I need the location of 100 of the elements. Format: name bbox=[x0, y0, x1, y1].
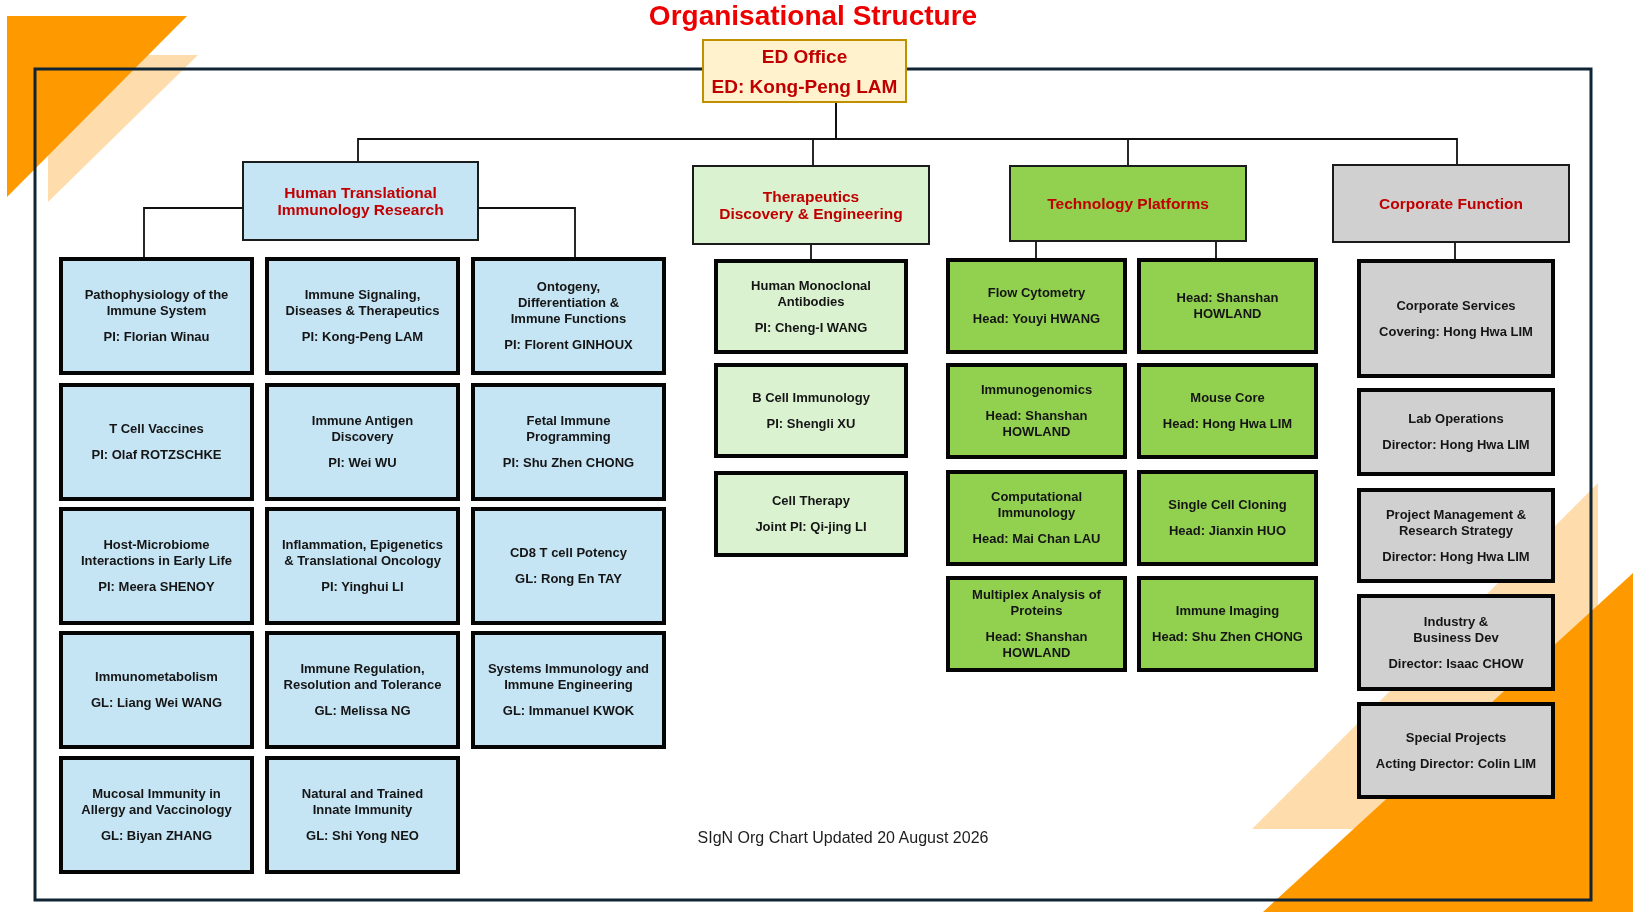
unit-title: Human Monoclonal Antibodies bbox=[751, 277, 871, 310]
connector-line bbox=[478, 207, 576, 258]
unit-title: Immune Imaging bbox=[1175, 603, 1280, 619]
lead-name: Head: Shanshan HOWLAND bbox=[985, 408, 1088, 440]
unit-box bbox=[946, 576, 1127, 672]
lead-name: PI: Kong-Peng LAM bbox=[301, 329, 424, 345]
lead-name: Director: Hong Hwa LIM bbox=[1382, 548, 1530, 565]
unit-title: Pathophysiology of the Immune System bbox=[84, 287, 229, 319]
lead-name: Head: Jianxin HUO bbox=[1169, 523, 1286, 539]
unit-box bbox=[471, 507, 666, 625]
lead-name: Head: Hong Hwa LIM bbox=[1162, 416, 1293, 432]
department-box bbox=[1009, 165, 1247, 242]
office-box bbox=[702, 39, 907, 103]
unit-title: Host-Microbiome Interactions in Early Life bbox=[81, 537, 232, 569]
lead-name: PI: Wei WU bbox=[328, 455, 397, 471]
unit-title: Single Cell Cloning bbox=[1168, 497, 1287, 513]
unit-title: Mucosal Immunity in Allergy and Vaccinology bbox=[81, 786, 232, 818]
unit-box bbox=[1357, 702, 1555, 799]
unit-box bbox=[1357, 488, 1555, 583]
unit-box bbox=[265, 383, 460, 501]
connector-line bbox=[1454, 242, 1456, 260]
unit-box bbox=[714, 471, 908, 557]
unit-title: Immunogenomics bbox=[980, 382, 1093, 398]
department-title: Technology Platforms bbox=[1047, 195, 1209, 212]
connector-line bbox=[810, 244, 812, 260]
lead-name: Head: Mai Chan LAU bbox=[972, 531, 1101, 547]
lead-name: Director: Isaac CHOW bbox=[1388, 655, 1524, 672]
unit-title: Special Projects bbox=[1405, 729, 1507, 746]
lead-name: Head: Shanshan HOWLAND bbox=[1176, 290, 1279, 322]
unit-title: Inflammation, Epigenetics & Translational Oncology bbox=[281, 537, 444, 569]
unit-box bbox=[59, 631, 254, 749]
lead-name: Head: Youyi HWANG bbox=[972, 311, 1101, 327]
unit-title: Industry & Business Dev bbox=[1413, 613, 1499, 646]
unit-box bbox=[59, 257, 254, 375]
unit-title: Mouse Core bbox=[1190, 390, 1265, 406]
lead-name: PI: Shu Zhen CHONG bbox=[502, 455, 635, 471]
lead-name: PI: Shengli XU bbox=[766, 415, 856, 432]
department-box bbox=[1332, 164, 1570, 243]
department-box bbox=[242, 161, 479, 241]
unit-box bbox=[471, 383, 666, 501]
unit-title: Immunometabolism bbox=[95, 669, 218, 685]
lead-name: PI: Yinghui LI bbox=[321, 579, 404, 595]
unit-box bbox=[946, 363, 1127, 459]
department-box bbox=[692, 165, 930, 245]
unit-title: Systems Immunology and Immune Engineering bbox=[487, 661, 650, 693]
unit-box bbox=[1137, 576, 1318, 672]
unit-title: Immune Antigen Discovery bbox=[311, 413, 414, 445]
unit-box bbox=[265, 257, 460, 375]
lead-name: Acting Director: Colin LIM bbox=[1375, 755, 1537, 772]
unit-box bbox=[59, 756, 254, 874]
unit-box bbox=[946, 258, 1127, 354]
lead-name: PI: Cheng-I WANG bbox=[754, 319, 868, 336]
unit-box bbox=[714, 259, 908, 354]
lead-name: GL: Rong En TAY bbox=[515, 571, 622, 587]
unit-box bbox=[1137, 258, 1318, 354]
unit-box bbox=[59, 383, 254, 501]
lead-name: PI: Olaf ROTZSCHKE bbox=[91, 447, 222, 463]
unit-title: Flow Cytometry bbox=[987, 285, 1086, 301]
lead-name: GL: Shi Yong NEO bbox=[306, 828, 419, 844]
unit-box bbox=[714, 363, 908, 458]
unit-title: Natural and Trained Innate Immunity bbox=[301, 786, 424, 818]
unit-title: Immune Regulation, Resolution and Tolerance bbox=[283, 661, 442, 693]
unit-title: T Cell Vaccines bbox=[109, 421, 204, 437]
unit-title: B Cell Immunology bbox=[752, 389, 870, 406]
unit-title: Cell Therapy bbox=[772, 493, 850, 509]
chart-title: Organisational Structure bbox=[648, 0, 978, 32]
unit-box bbox=[1357, 388, 1555, 476]
unit-title: Lab Operations bbox=[1408, 411, 1504, 427]
lead-name: Covering: Hong Hwa LIM bbox=[1379, 323, 1533, 340]
unit-title: Computational Immunology bbox=[991, 489, 1082, 521]
lead-name: Head: Shu Zhen CHONG bbox=[1152, 629, 1303, 645]
office-title: ED Office bbox=[761, 44, 848, 68]
department-title: Therapeutics Discovery & Engineering bbox=[719, 188, 903, 222]
lead-name: Head: Shanshan HOWLAND bbox=[985, 629, 1088, 661]
department-title: Human Translational Immunology Research bbox=[277, 184, 444, 218]
unit-box bbox=[1137, 470, 1318, 566]
unit-title: Immune Signaling, Diseases & Therapeutics bbox=[285, 287, 440, 319]
unit-box bbox=[265, 756, 460, 874]
lead-name: GL: Liang Wei WANG bbox=[90, 695, 223, 711]
unit-title: Fetal Immune Programming bbox=[526, 413, 611, 445]
connector-line bbox=[1035, 241, 1037, 259]
lead-name: PI: Florent GINHOUX bbox=[504, 337, 633, 353]
lead-name: PI: Meera SHENOY bbox=[98, 579, 215, 595]
unit-box bbox=[1357, 594, 1555, 691]
director-name: ED: Kong-Peng LAM bbox=[711, 74, 898, 98]
lead-name: Joint PI: Qi-jing LI bbox=[755, 519, 867, 535]
department-title: Corporate Function bbox=[1379, 195, 1523, 212]
lead-name: PI: Florian Winau bbox=[103, 329, 210, 345]
unit-box bbox=[1357, 259, 1555, 378]
footnote: SIgN Org Chart Updated 20 August 2026 bbox=[697, 828, 989, 847]
unit-title: Multiplex Analysis of Proteins bbox=[972, 587, 1101, 619]
connector-line bbox=[143, 207, 243, 258]
unit-title: Corporate Services bbox=[1396, 297, 1516, 314]
unit-title: Project Management & Research Strategy bbox=[1385, 506, 1527, 539]
lead-name: GL: Biyan ZHANG bbox=[100, 828, 213, 844]
unit-title: CD8 T cell Potency bbox=[509, 545, 627, 561]
unit-title: Ontogeny, Differentiation & Immune Functions bbox=[510, 279, 627, 327]
unit-box bbox=[471, 257, 666, 375]
lead-name: GL: Melissa NG bbox=[314, 703, 411, 719]
unit-box bbox=[946, 470, 1127, 566]
